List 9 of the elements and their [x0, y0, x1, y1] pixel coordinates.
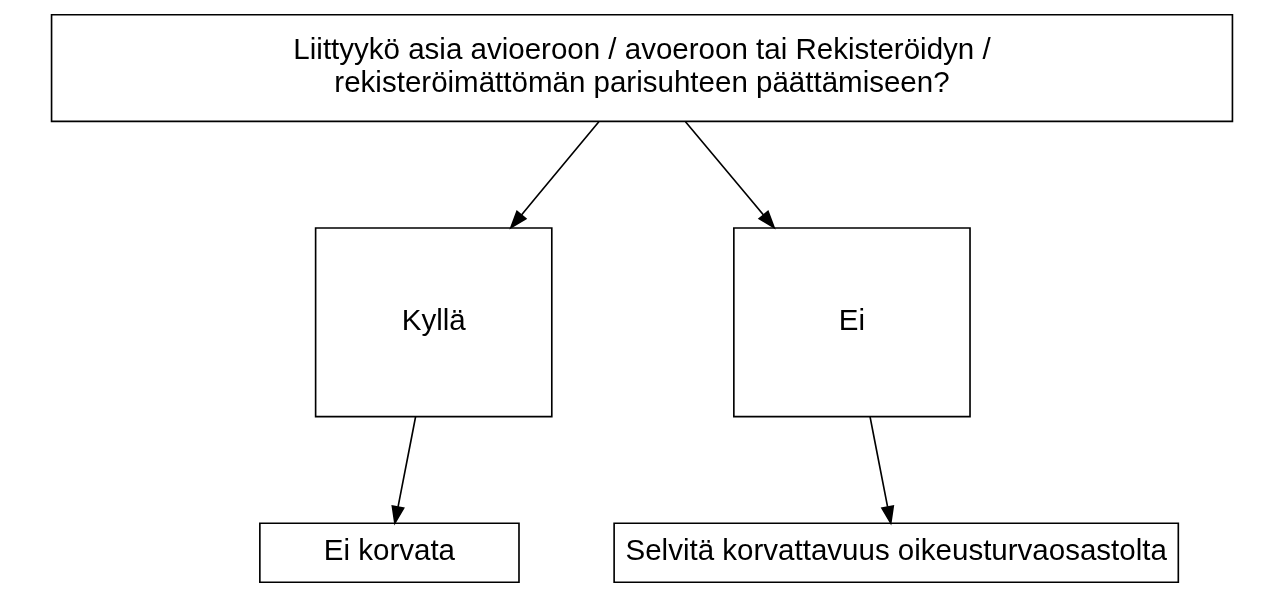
- node-box: Ei: [732, 227, 971, 418]
- node-box: Ei korvata: [258, 522, 520, 584]
- arrow: [684, 120, 776, 230]
- node-box: Liittyykö asia avioeroon / avoeroon tai Rekisteröidyn / rekisteröimättömän parisuhteen päättämiseen?: [50, 13, 1233, 123]
- arrow: [390, 416, 416, 526]
- arrow: [508, 120, 600, 230]
- arrow: [868, 416, 894, 526]
- node-box: Kyllä: [314, 227, 553, 418]
- node-box: Selvitä korvattavuus oikeusturvaosastolta: [612, 522, 1179, 584]
